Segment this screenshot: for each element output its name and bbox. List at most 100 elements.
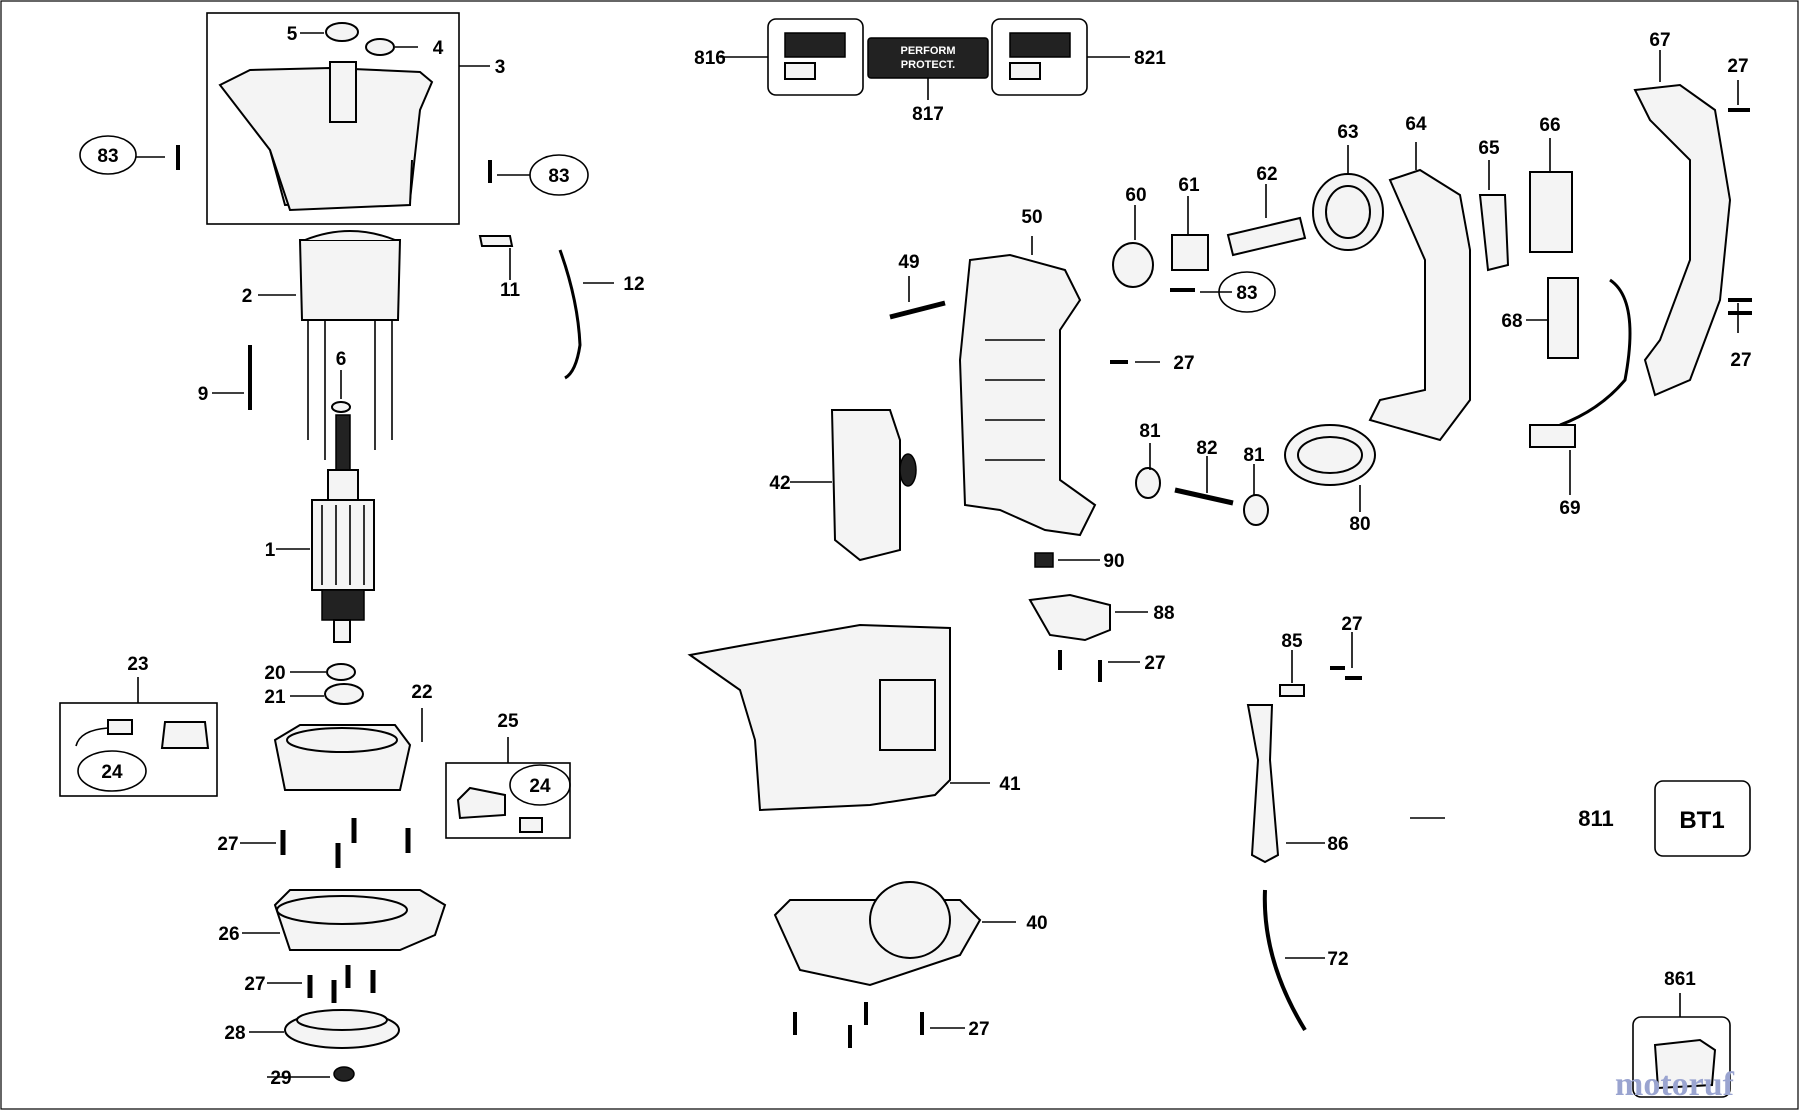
callout-65: 65 bbox=[1478, 138, 1500, 159]
part-12-cable bbox=[558, 249, 582, 380]
part-66-board bbox=[1529, 171, 1573, 253]
part-2-field bbox=[298, 230, 402, 460]
callout-27-e: 27 bbox=[1730, 350, 1751, 371]
callout-861: 861 bbox=[1664, 969, 1696, 990]
part-811-badge bbox=[1654, 780, 1751, 857]
part-67-handle-cover bbox=[1633, 83, 1732, 397]
callout-68: 68 bbox=[1501, 311, 1522, 332]
part-26-baffle bbox=[273, 889, 447, 951]
callout-25: 25 bbox=[497, 711, 519, 732]
part-861-case bbox=[1632, 1016, 1731, 1098]
callout-62: 62 bbox=[1256, 164, 1277, 185]
part-88-cover bbox=[1028, 593, 1111, 642]
part-80-grip bbox=[1284, 424, 1376, 486]
part-42-module bbox=[830, 409, 917, 562]
callout-22: 22 bbox=[411, 682, 432, 703]
callout-40: 40 bbox=[1026, 913, 1047, 934]
callout-817: 817 bbox=[912, 104, 944, 125]
part-83-callout-a bbox=[79, 135, 137, 175]
callout-83-c: 83 bbox=[1236, 283, 1257, 304]
part-29-screw bbox=[333, 1066, 355, 1082]
callout-21: 21 bbox=[264, 687, 286, 708]
part-21-bearing bbox=[324, 683, 364, 705]
callout-69: 69 bbox=[1559, 498, 1580, 519]
callout-24-b: 24 bbox=[529, 776, 551, 797]
callout-4: 4 bbox=[433, 38, 444, 59]
callout-82: 82 bbox=[1196, 438, 1217, 459]
part-72-cable bbox=[1262, 889, 1307, 1032]
part-4-bearing bbox=[365, 38, 395, 56]
callout-1: 1 bbox=[265, 540, 276, 561]
callout-26: 26 bbox=[218, 924, 239, 945]
callout-3: 3 bbox=[495, 57, 506, 78]
callout-49: 49 bbox=[898, 252, 919, 273]
callout-67: 67 bbox=[1649, 30, 1670, 51]
label-line-1: PERFORM bbox=[901, 45, 956, 57]
part-6-washer bbox=[331, 401, 351, 413]
part-817-perform-protect-label: PERFORM PROTECT. bbox=[867, 37, 989, 79]
badge-text: BT1 bbox=[1679, 807, 1724, 834]
part-3-box bbox=[206, 12, 460, 225]
callout-27-g: 27 bbox=[968, 1019, 989, 1040]
part-28-ring bbox=[284, 1009, 400, 1049]
callout-2: 2 bbox=[242, 286, 253, 307]
callout-821: 821 bbox=[1134, 48, 1166, 69]
callout-27-c: 27 bbox=[1173, 353, 1194, 374]
callout-81-b: 81 bbox=[1243, 445, 1265, 466]
part-24-callout-b bbox=[509, 764, 571, 806]
callout-90: 90 bbox=[1103, 551, 1124, 572]
part-50-handle-half bbox=[958, 253, 1097, 537]
label-line-2: PROTECT. bbox=[901, 59, 955, 71]
part-86-cord-guard bbox=[1246, 704, 1280, 864]
callout-6: 6 bbox=[336, 349, 347, 370]
part-68-switch bbox=[1547, 277, 1579, 359]
callout-64: 64 bbox=[1405, 114, 1427, 135]
callout-27-b: 27 bbox=[244, 974, 265, 995]
callout-72: 72 bbox=[1327, 949, 1348, 970]
callout-60: 60 bbox=[1125, 185, 1146, 206]
part-82-pin bbox=[1174, 487, 1234, 506]
callout-80: 80 bbox=[1349, 514, 1370, 535]
part-20-bearing bbox=[326, 663, 356, 681]
part-3-gear-housing bbox=[218, 61, 434, 212]
callout-66: 66 bbox=[1539, 115, 1560, 136]
callout-811: 811 bbox=[1578, 806, 1614, 831]
callout-88: 88 bbox=[1153, 603, 1174, 624]
callout-63: 63 bbox=[1337, 122, 1358, 143]
callout-labels: 5 4 3 83 83 11 12 2 6 9 1 23 20 21 22 25… bbox=[97, 24, 1751, 1089]
part-83-callout-b bbox=[529, 154, 589, 196]
callout-28: 28 bbox=[224, 1023, 245, 1044]
part-22-brush-holder bbox=[273, 724, 412, 791]
callout-23: 23 bbox=[127, 654, 148, 675]
callout-27-a: 27 bbox=[217, 834, 238, 855]
callout-81-a: 81 bbox=[1139, 421, 1161, 442]
callout-816: 816 bbox=[694, 48, 726, 69]
part-90-clip bbox=[1034, 552, 1054, 568]
callout-24-a: 24 bbox=[101, 762, 123, 783]
part-60-spring bbox=[1112, 242, 1154, 288]
callout-27-f: 27 bbox=[1144, 653, 1165, 674]
callout-29: 29 bbox=[270, 1068, 291, 1089]
callout-50: 50 bbox=[1021, 207, 1042, 228]
part-5-bearing bbox=[325, 22, 359, 42]
callout-5: 5 bbox=[287, 24, 298, 45]
part-11-clip bbox=[478, 235, 514, 247]
part-41-housing bbox=[687, 623, 951, 812]
part-83-callout-c bbox=[1218, 271, 1276, 313]
part-27-screws-left bbox=[280, 818, 411, 868]
part-27-screws-bottom bbox=[793, 1002, 924, 1048]
part-81-knob-a bbox=[1135, 467, 1161, 499]
part-62-roller bbox=[1226, 216, 1307, 257]
part-65-button bbox=[1478, 194, 1510, 272]
callout-12: 12 bbox=[623, 274, 644, 295]
callout-83-a: 83 bbox=[97, 146, 118, 167]
part-61-switch bbox=[1171, 234, 1209, 271]
part-81-knob-b bbox=[1243, 494, 1269, 526]
callout-83-b: 83 bbox=[548, 166, 569, 187]
part-49-screw bbox=[889, 300, 946, 320]
part-1-armature bbox=[311, 414, 375, 643]
watermark: motoruf bbox=[1615, 1066, 1735, 1103]
